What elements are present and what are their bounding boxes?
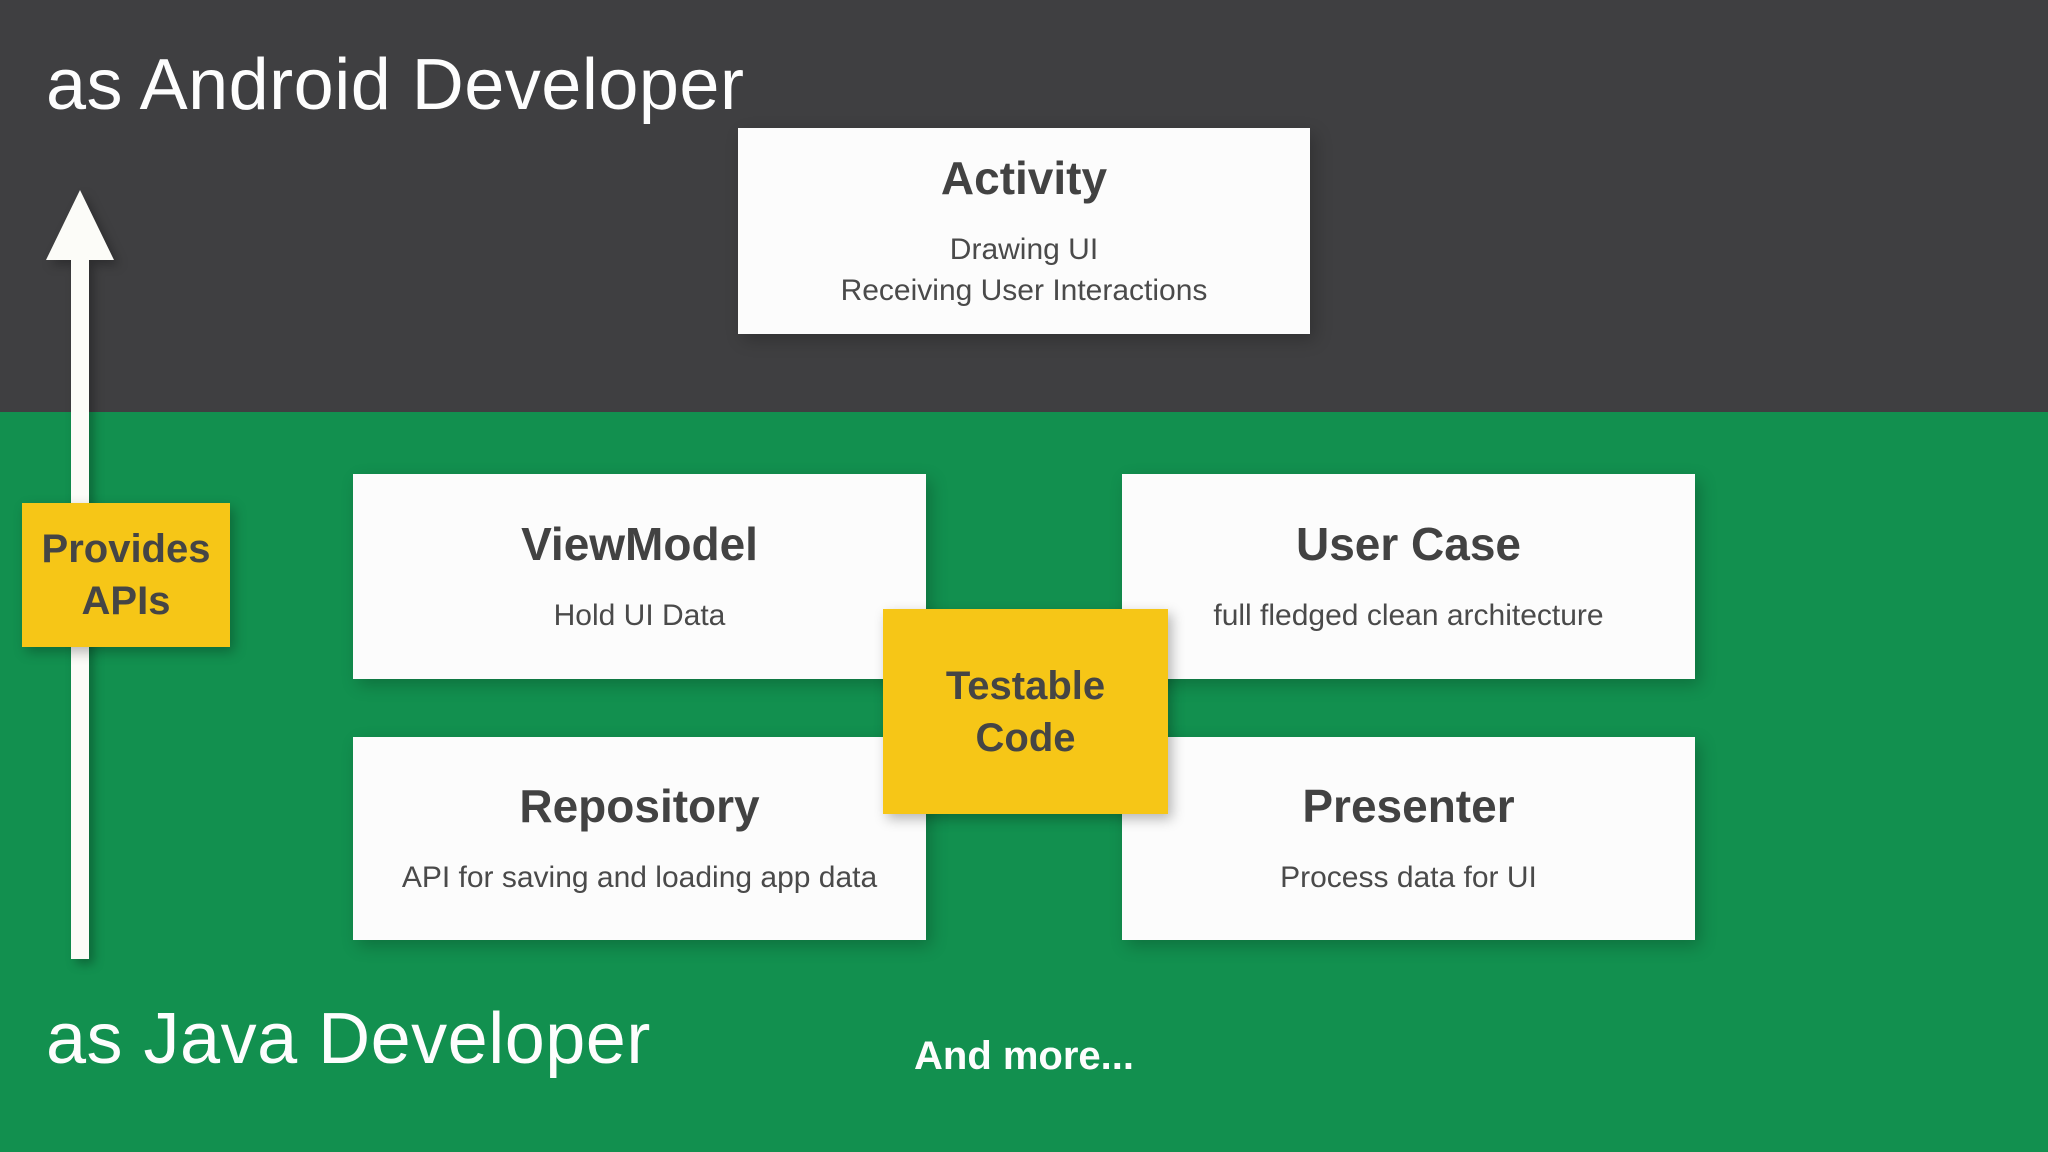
card-subtitle: Receiving User Interactions [840,273,1208,307]
java-section-title: as Java Developer [46,999,651,1079]
badge-label-line: Testable [945,663,1106,708]
card-subtitle: Drawing UI [949,233,1099,267]
badge-label-line: Provides [41,527,211,571]
presenter-card: Presenter Process data for UI [1122,737,1695,940]
viewmodel-card: ViewModel Hold UI Data [353,474,926,679]
card-subtitle: Hold UI Data [553,598,726,632]
badge-label-line: APIs [81,579,171,623]
user-case-card: User Case full fledged clean architectur… [1122,474,1695,679]
card-title: Presenter [1302,779,1515,832]
and-more-label: And more... [914,1034,1135,1078]
activity-card: Activity Drawing UI Receiving User Inter… [738,128,1310,334]
repository-card: Repository API for saving and loading ap… [353,737,926,940]
card-title: Repository [519,779,760,832]
card-subtitle-group: Drawing UI Receiving User Interactions [841,230,1208,311]
card-subtitle: Process data for UI [1280,860,1537,894]
testable-code-badge: Testable Code [883,609,1168,814]
card-title: User Case [1295,517,1522,570]
card-subtitle: full fledged clean architecture [1213,598,1604,632]
provides-apis-badge: Provides APIs [22,503,230,647]
card-title: Activity [940,151,1108,204]
card-title: ViewModel [521,517,758,570]
badge-label-line: Code [975,715,1076,760]
android-section-title: as Android Developer [46,45,745,125]
card-subtitle: API for saving and loading app data [401,860,878,894]
